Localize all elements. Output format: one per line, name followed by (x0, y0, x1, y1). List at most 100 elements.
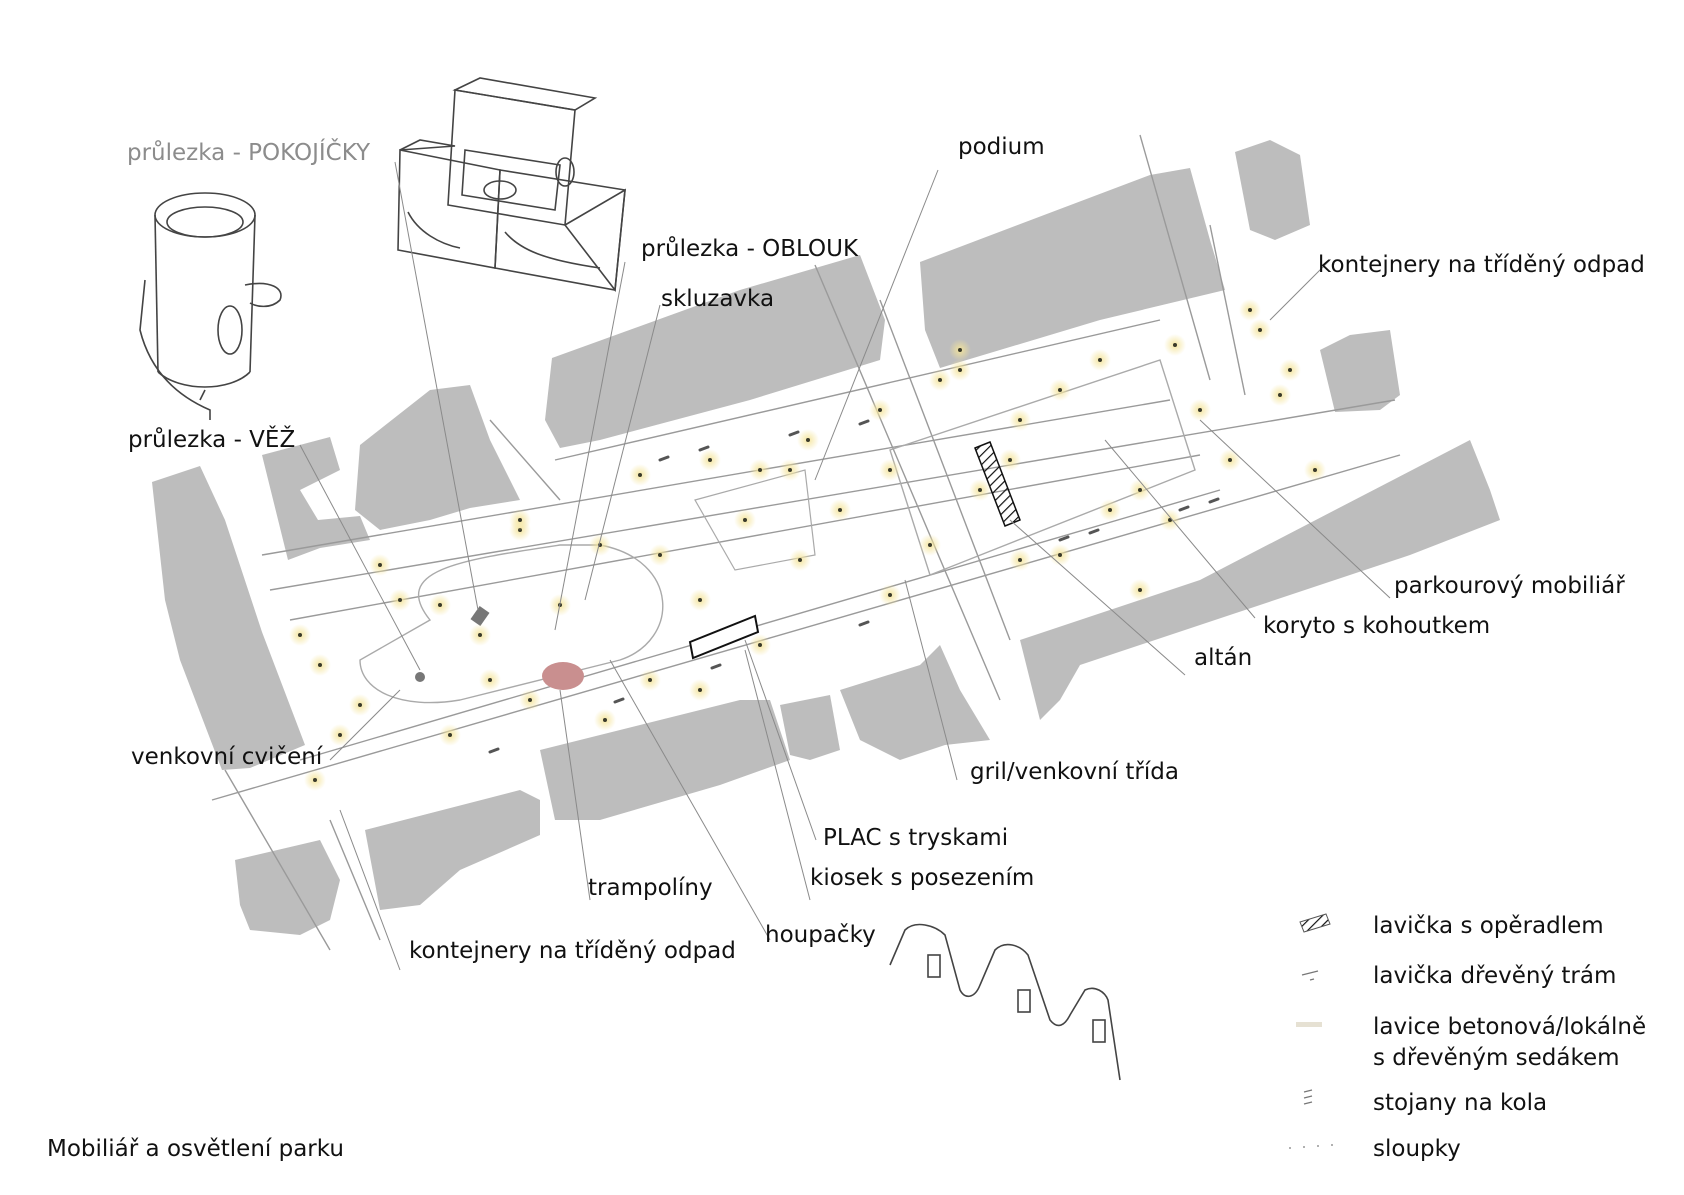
lamp-icon (938, 378, 942, 382)
lamp-icon (518, 518, 522, 522)
lamp-icon (603, 718, 607, 722)
lamp-icon (698, 688, 702, 692)
stage-area-outline (694, 469, 816, 571)
lamp-icon (708, 458, 712, 462)
legend-bike-rack-icon (1303, 1089, 1313, 1105)
lamp-icon (1228, 458, 1232, 462)
lamp-icon (888, 593, 892, 597)
legend-item-bench-backrest: lavička s opěradlem (1373, 911, 1604, 942)
lamp-icon (1138, 488, 1142, 492)
lamp-icon (1008, 458, 1012, 462)
lamp-icon (758, 643, 762, 647)
legend-text: stojany na kola (1373, 1090, 1548, 1116)
legend-text: lavička s opěradlem (1373, 913, 1604, 939)
lamp-icon (528, 698, 532, 702)
building-bottom-left-2 (235, 840, 340, 935)
lamp-icon (1313, 468, 1317, 472)
lamp-icon (838, 508, 842, 512)
lamp-icon (658, 553, 662, 557)
fitness-marker (415, 672, 425, 682)
label-koryto: koryto s kohoutkem (1263, 613, 1491, 639)
figure-caption: Mobiliář a osvětlení parku (47, 1136, 344, 1162)
buildings (152, 140, 1500, 935)
lamps (289, 299, 1326, 791)
legend-text: s dřevěným sedákem (1373, 1045, 1620, 1071)
building-upper-right (920, 168, 1225, 368)
lamp-icon (788, 468, 792, 472)
lamp-icon (978, 488, 982, 492)
lamp-icon (798, 558, 802, 562)
label-parkour: parkourový mobiliář (1394, 573, 1625, 599)
legend-item-bench-beam: lavička dřevěný trám (1373, 961, 1616, 992)
lamp-icon (1058, 553, 1062, 557)
legend-item-bollards: sloupky (1373, 1134, 1461, 1165)
kiosk-structure (688, 614, 760, 660)
lamp-icon (488, 678, 492, 682)
building-top-corner (1235, 140, 1310, 240)
lamp-icon (1108, 508, 1112, 512)
label-trampoliny: trampolíny (588, 875, 713, 901)
building-left-block (152, 466, 305, 770)
lamp-icon (338, 733, 342, 737)
building-right-small (1320, 330, 1400, 412)
tower-small-marker (470, 606, 490, 626)
building-lower-right (1020, 440, 1500, 720)
lamp-icon (1173, 343, 1177, 347)
legend-bench-backrest-icon (1299, 913, 1331, 933)
legend-text: sloupky (1373, 1136, 1461, 1162)
legend-bollard-icon (1289, 1144, 1333, 1149)
lamp-icon (638, 473, 642, 477)
swing-drawing (889, 923, 1121, 1081)
benches (488, 419, 1220, 754)
lamp-icon (1248, 308, 1252, 312)
lamp-icon (358, 703, 362, 707)
lamp-icon (298, 633, 302, 637)
lamp-icon (318, 663, 322, 667)
label-prulezka-vez: průlezka - VĚŽ (128, 427, 296, 453)
label-gril: gril/venkovní třída (970, 759, 1179, 785)
building-upper-left-2 (355, 385, 520, 530)
label-houpacky: houpačky (765, 922, 876, 948)
lamp-icon (928, 543, 932, 547)
lamp-icon (1278, 393, 1282, 397)
label-prulezka-oblouk: průlezka - OBLOUK (641, 236, 859, 262)
lamp-icon (806, 438, 810, 442)
label-plac: PLAC s tryskami (823, 825, 1009, 851)
label-podium: podium (958, 134, 1045, 160)
building-lower-mid-1 (840, 645, 990, 760)
legend-item-bike-racks: stojany na kola (1373, 1088, 1547, 1119)
lamp-icon (698, 598, 702, 602)
lamp-icon (438, 603, 442, 607)
legend-concrete-bench-icon (1296, 1022, 1322, 1027)
legend-item-concrete-bench: lavice betonová/lokálně s dřevěným sedák… (1373, 1012, 1646, 1074)
lamp-icon (398, 598, 402, 602)
lamp-icon (1198, 408, 1202, 412)
label-kontejnery-bottom: kontejnery na tříděný odpad (409, 938, 736, 964)
lamp-icon (648, 678, 652, 682)
label-altan: altán (1194, 645, 1253, 671)
label-kontejnery-top: kontejnery na tříděný odpad (1318, 252, 1645, 278)
altan-structure (974, 441, 1021, 527)
lamp-icon (958, 368, 962, 372)
lamp-icon (478, 633, 482, 637)
building-lower-mid-3 (540, 700, 790, 820)
lamp-icon (1058, 388, 1062, 392)
lamp-icon (1018, 418, 1022, 422)
lamp-icon (878, 408, 882, 412)
lamp-icon (758, 468, 762, 472)
legend-text: lavice betonová/lokálně (1373, 1014, 1647, 1040)
pokojicky-drawing (397, 77, 626, 293)
tower-drawing (139, 192, 282, 420)
trampoline-shape (542, 662, 584, 690)
label-kiosek: kiosek s posezením (810, 865, 1035, 891)
legend-bench-beam-icon (1301, 970, 1319, 981)
lamp-icon (1138, 588, 1142, 592)
lamp-icon (448, 733, 452, 737)
legend-text: lavička dřevěný trám (1373, 963, 1617, 989)
building-upper-mid (545, 255, 885, 448)
legend-symbols (1289, 913, 1333, 1149)
lamp-icon (378, 563, 382, 567)
playground-oval (359, 544, 664, 704)
